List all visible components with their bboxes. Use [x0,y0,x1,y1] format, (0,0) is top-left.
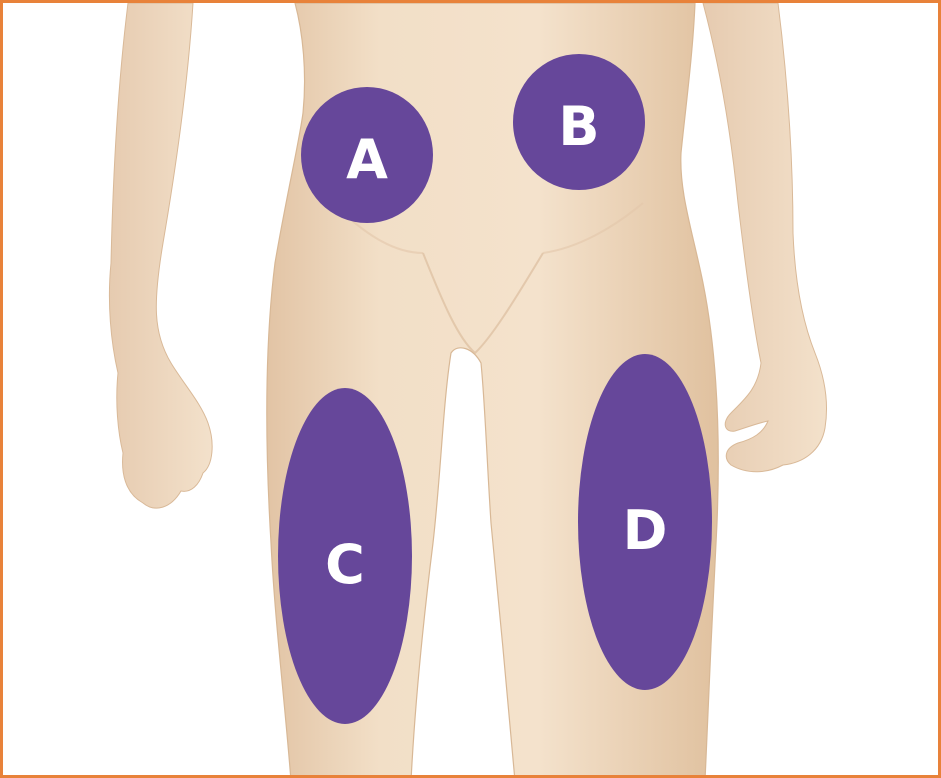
zone-b[interactable]: B [513,54,645,190]
zone-d-label: D [623,499,668,562]
zone-a-label: A [346,128,388,191]
right-arm [703,3,827,472]
zone-c[interactable]: C [278,388,412,724]
zone-c-label: C [325,533,365,596]
body-illustration: A B C D [3,3,941,778]
zone-a[interactable]: A [301,87,433,223]
zone-b-label: B [558,95,599,158]
left-arm [109,3,212,508]
zone-d[interactable]: D [578,354,712,690]
